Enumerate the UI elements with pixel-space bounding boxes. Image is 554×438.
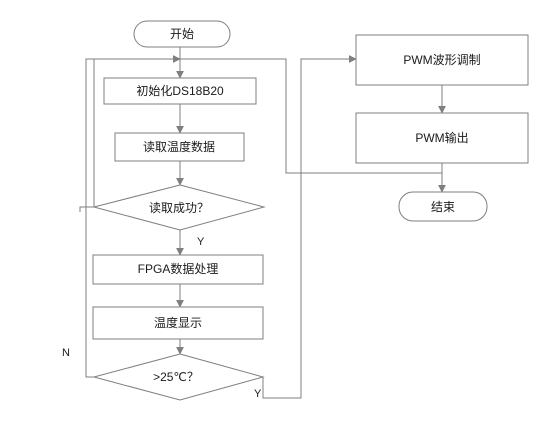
edge-gt25-no xyxy=(85,58,180,378)
node-end-label: 结束 xyxy=(431,200,455,214)
node-display-label: 温度显示 xyxy=(154,315,202,330)
node-fpga: FPGA数据处理 xyxy=(92,254,264,285)
node-pwm-mod-label: PWM波形调制 xyxy=(403,53,480,67)
node-gt25: >25℃？ xyxy=(92,353,265,401)
node-pwm-mod: PWM波形调制 xyxy=(355,34,529,86)
node-read-temp: 读取温度数据 xyxy=(114,132,245,162)
node-init-label: 初始化DS18B20 xyxy=(136,84,224,98)
node-gt25-label: >25℃？ xyxy=(153,370,199,384)
node-read-temp-label: 读取温度数据 xyxy=(143,139,215,154)
edge-loop-end xyxy=(180,58,442,174)
node-read-ok: 读取成功？ xyxy=(92,184,266,231)
edge-label-gt25-yes: Y xyxy=(254,388,262,400)
node-pwm-out: PWM输出 xyxy=(355,112,529,164)
node-start: 开始 xyxy=(133,20,231,48)
node-pwm-out-label: PWM输出 xyxy=(415,130,468,145)
node-read-ok-label: 读取成功？ xyxy=(149,201,209,215)
node-start-label: 开始 xyxy=(170,27,194,41)
node-fpga-label: FPGA数据处理 xyxy=(138,261,219,276)
edge-label-read-ok-yes: Y xyxy=(197,236,205,248)
node-init: 初始化DS18B20 xyxy=(103,77,257,105)
edge-label-gt25-no: N xyxy=(62,347,70,359)
node-display: 温度显示 xyxy=(92,306,264,340)
node-end: 结束 xyxy=(398,191,488,222)
edge-gt25-pwm xyxy=(262,55,357,399)
